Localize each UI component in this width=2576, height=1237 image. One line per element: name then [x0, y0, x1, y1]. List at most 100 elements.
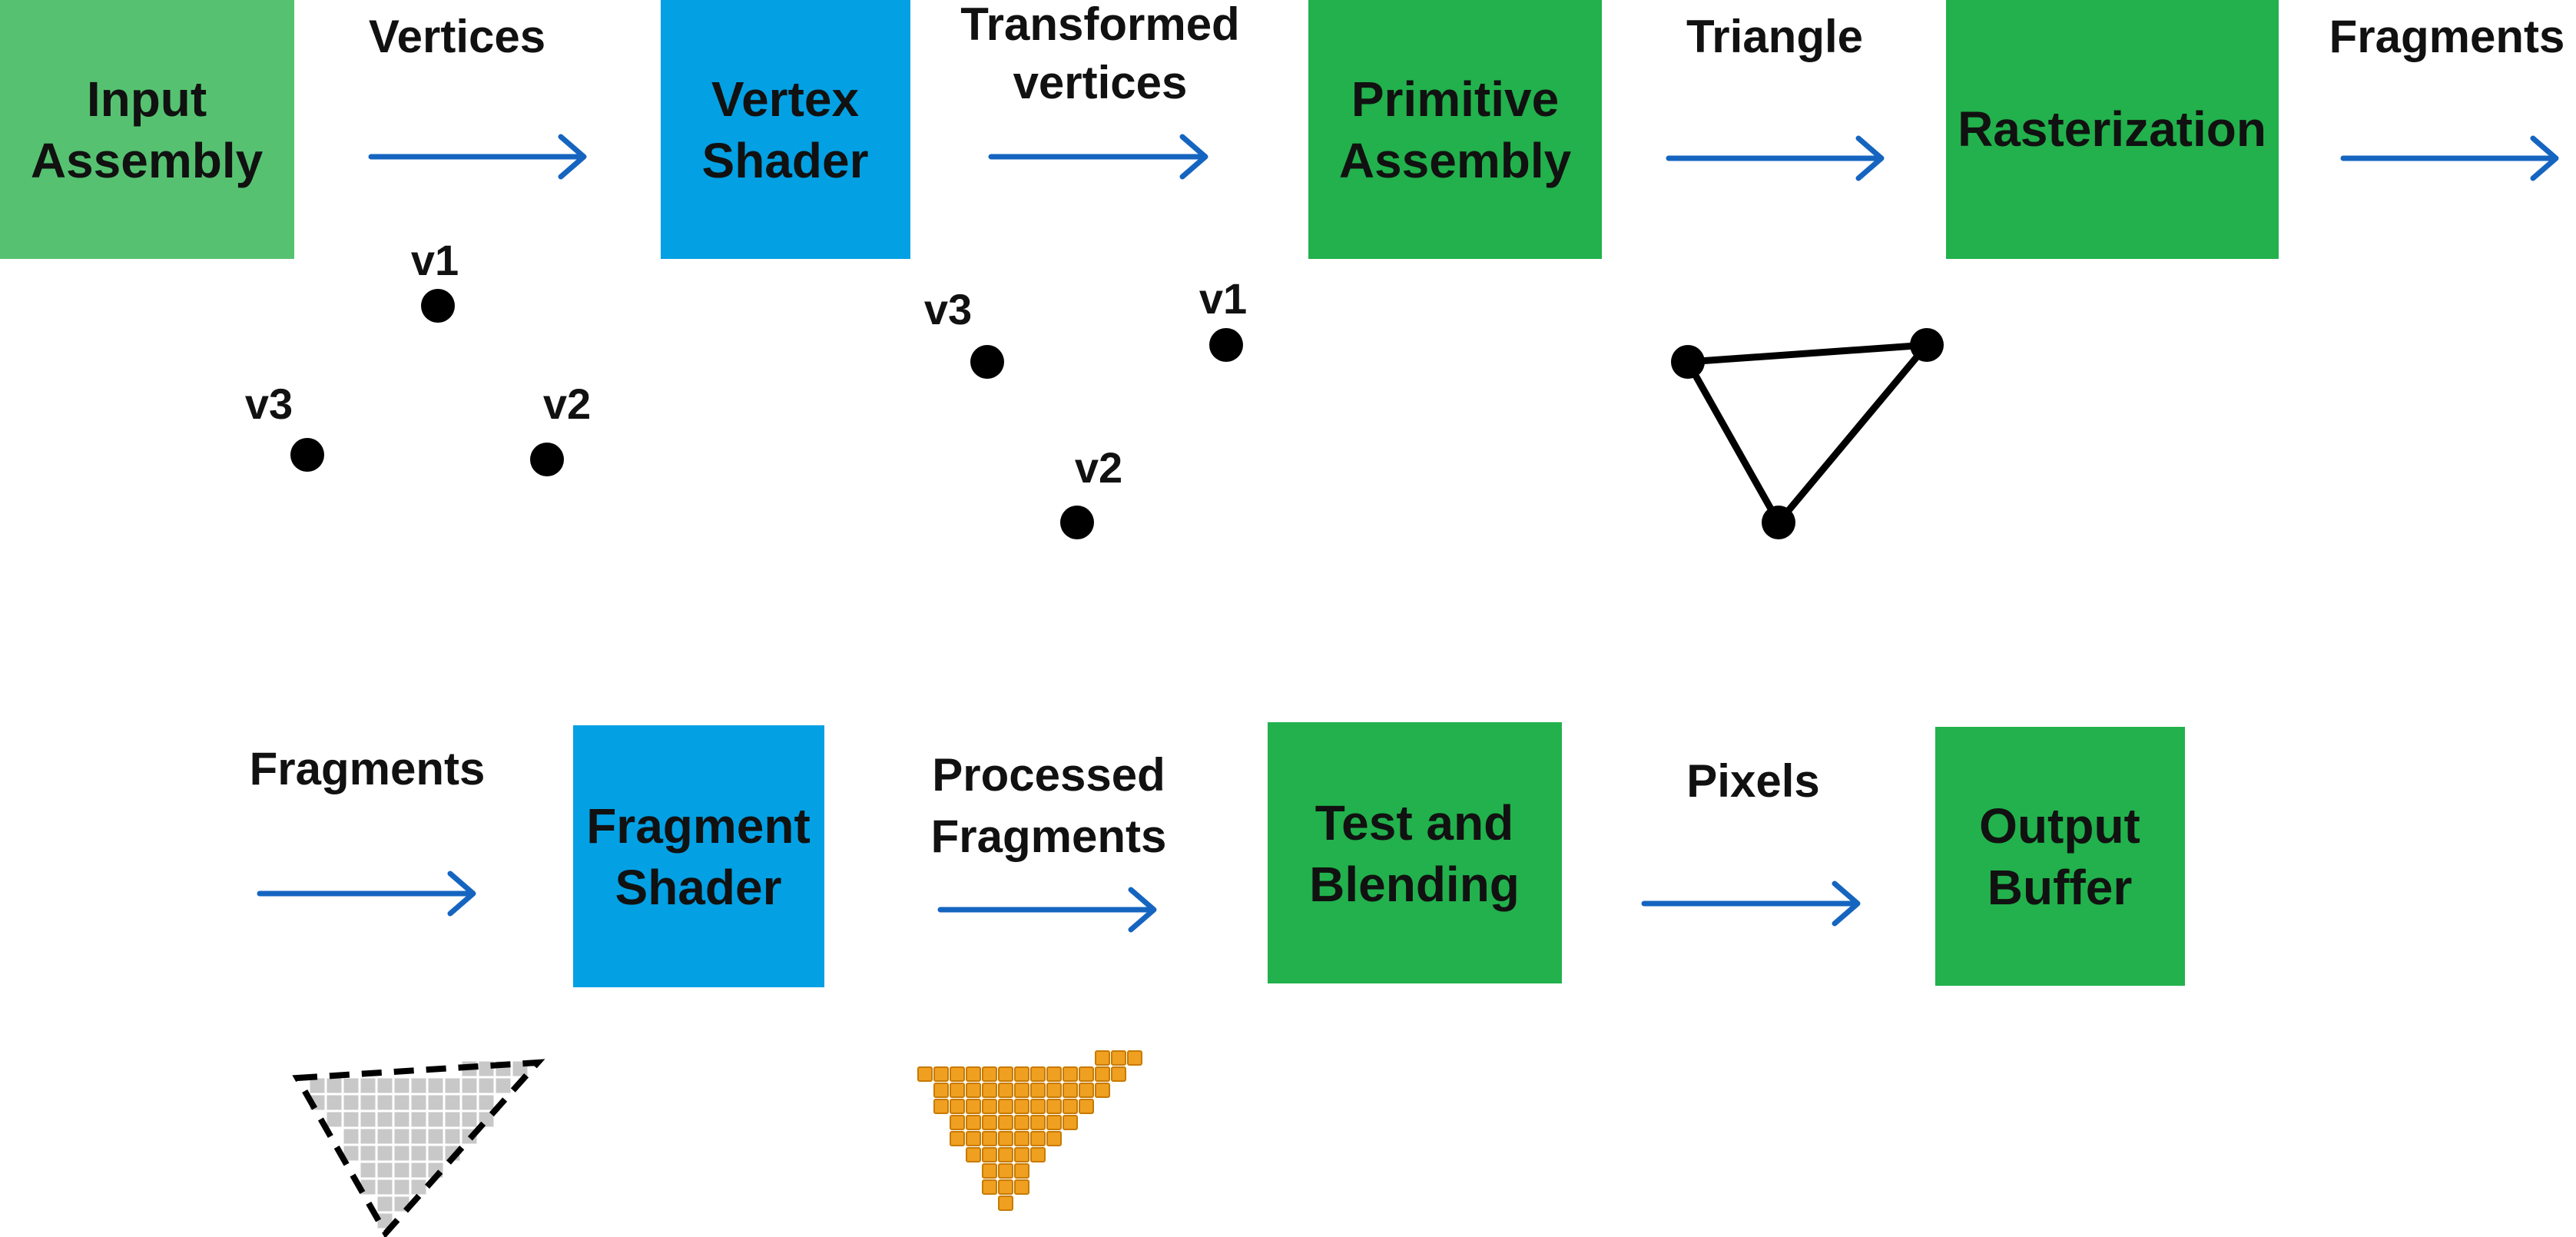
- processed-fragment-cell: [1046, 1115, 1062, 1130]
- triangle-label: Triangle: [1686, 11, 1863, 62]
- pixels-label: Pixels: [1686, 755, 1819, 807]
- triangle-edges: [1682, 340, 1935, 529]
- processed-fragment-cell: [1095, 1066, 1110, 1082]
- processed-fragment-cell: [1030, 1066, 1046, 1082]
- rasterization-label: Rasterization: [1958, 101, 2266, 157]
- processed-fragment-cell: [1030, 1147, 1046, 1162]
- processed-fragment-cell: [1014, 1115, 1029, 1130]
- fragment-cell: [459, 1076, 479, 1096]
- flow-processed-fragments: Processed Fragments: [931, 749, 1166, 933]
- primitive-assembly-box: [1308, 0, 1602, 259]
- test-and-blending-label-line1: Test and: [1315, 795, 1513, 851]
- input-vertex-v1-label: v1: [411, 236, 459, 284]
- processed-fragment-cell: [1127, 1050, 1142, 1066]
- transformed-vertex-v1: [1209, 328, 1243, 362]
- processed-fragment-cell: [950, 1131, 965, 1146]
- transformed-vertices: v1 v2 v3: [924, 274, 1247, 539]
- fragment-cell: [443, 1076, 462, 1096]
- test-and-blending-box: [1268, 722, 1562, 983]
- processed-fragment-cell: [933, 1066, 949, 1082]
- fragments-top-arrow: [2340, 135, 2559, 181]
- processed-fragment-cell: [1030, 1099, 1046, 1114]
- processed-fragment-cell: [1030, 1131, 1046, 1146]
- processed-fragments-arrow: [937, 887, 1157, 933]
- processed-fragment-cell: [1046, 1083, 1062, 1098]
- transformed-vertex-v1-label: v1: [1199, 274, 1247, 323]
- test-and-blending-label-line2: Blending: [1309, 857, 1520, 912]
- processed-fragment-cell: [1046, 1066, 1062, 1082]
- processed-fragment-cell: [1014, 1066, 1029, 1082]
- processed-fragment-cell: [1014, 1179, 1029, 1195]
- processed-fragment-cell: [1014, 1083, 1029, 1098]
- fragment-cell: [493, 1076, 513, 1096]
- flow-pixels: Pixels: [1641, 755, 1861, 927]
- processed-fragment-cell: [998, 1163, 1013, 1179]
- processed-fragment-cell: [982, 1179, 997, 1195]
- input-assembly-box: [0, 0, 294, 259]
- processed-fragment-cell: [1046, 1131, 1062, 1146]
- stage-vertex-shader: Vertex Shader: [661, 0, 910, 259]
- fragment-cell: [324, 1076, 344, 1096]
- transformed-vertices-arrow: [988, 134, 1208, 180]
- triangle-primitive: [1671, 328, 1944, 539]
- flow-vertices: Vertices: [368, 11, 587, 180]
- fragment-cell: [426, 1093, 446, 1113]
- processed-fragment-cell: [1079, 1066, 1094, 1082]
- processed-fragment-cell: [1014, 1099, 1029, 1114]
- fragments-grid: [307, 1059, 530, 1231]
- vertex-shader-label-line1: Vertex: [711, 71, 860, 127]
- fragment-cell: [358, 1109, 378, 1129]
- fragment-cell: [392, 1126, 412, 1146]
- fragment-cell: [409, 1160, 429, 1180]
- processed-fragment-cell: [1063, 1099, 1078, 1114]
- transformed-vertex-v2: [1060, 506, 1094, 539]
- input-vertex-v1: [421, 289, 455, 323]
- processed-fragment-cell: [966, 1131, 981, 1146]
- fragment-cell: [409, 1126, 429, 1146]
- processed-fragment-cell: [982, 1066, 997, 1082]
- fragments-dashed-outline: [292, 1059, 545, 1237]
- processed-fragment-cell: [1095, 1050, 1110, 1066]
- processed-fragment-cell: [982, 1147, 997, 1162]
- input-vertex-v2: [530, 443, 564, 476]
- processed-fragment-cell: [966, 1066, 981, 1082]
- processed-fragment-cell: [998, 1196, 1013, 1211]
- transformed-vertex-v3-label: v3: [924, 285, 972, 333]
- processed-fragment-cell: [998, 1083, 1013, 1098]
- fragment-cell: [375, 1093, 395, 1113]
- processed-fragment-cell: [966, 1147, 981, 1162]
- processed-fragment-cell: [1111, 1066, 1126, 1082]
- vertices-label: Vertices: [369, 11, 545, 62]
- processed-fragment-cell: [998, 1179, 1013, 1195]
- processed-fragment-cell: [1079, 1099, 1094, 1114]
- processed-fragment-cell: [966, 1115, 981, 1130]
- fragment-cell: [358, 1126, 378, 1146]
- flow-fragments-bottom: Fragments: [250, 743, 485, 917]
- fragment-cell: [409, 1109, 429, 1129]
- processed-fragment-cell: [950, 1099, 965, 1114]
- stage-primitive-assembly: Primitive Assembly: [1308, 0, 1602, 259]
- fragment-cell: [426, 1143, 446, 1163]
- input-vertex-v3: [290, 438, 324, 472]
- output-buffer-label-line1: Output: [1979, 798, 2140, 854]
- fragment-cell: [409, 1143, 429, 1163]
- fragment-cell: [392, 1109, 412, 1129]
- fragment-cell: [341, 1109, 361, 1129]
- fragment-cell: [476, 1093, 496, 1113]
- stage-test-and-blending: Test and Blending: [1268, 722, 1562, 983]
- output-buffer-label-line2: Buffer: [1988, 860, 2132, 915]
- processed-fragment-cell: [982, 1099, 997, 1114]
- primitive-assembly-label-line2: Assembly: [1339, 133, 1572, 188]
- flow-triangle: Triangle: [1666, 11, 1885, 181]
- rasterization-box: [1946, 0, 2279, 259]
- processed-fragment-cell: [1014, 1131, 1029, 1146]
- fragments-top-label: Fragments: [2329, 11, 2565, 62]
- fragment-shader-label-line2: Shader: [615, 860, 782, 915]
- primitive-assembly-label-line1: Primitive: [1351, 71, 1559, 127]
- processed-fragments-label-line1: Processed: [932, 749, 1165, 801]
- fragment-cell: [341, 1126, 361, 1146]
- processed-fragment-cell: [1014, 1147, 1029, 1162]
- processed-fragment-cell: [917, 1066, 933, 1082]
- fragment-cell: [443, 1093, 462, 1113]
- transformed-vertex-v2-label: v2: [1075, 443, 1122, 492]
